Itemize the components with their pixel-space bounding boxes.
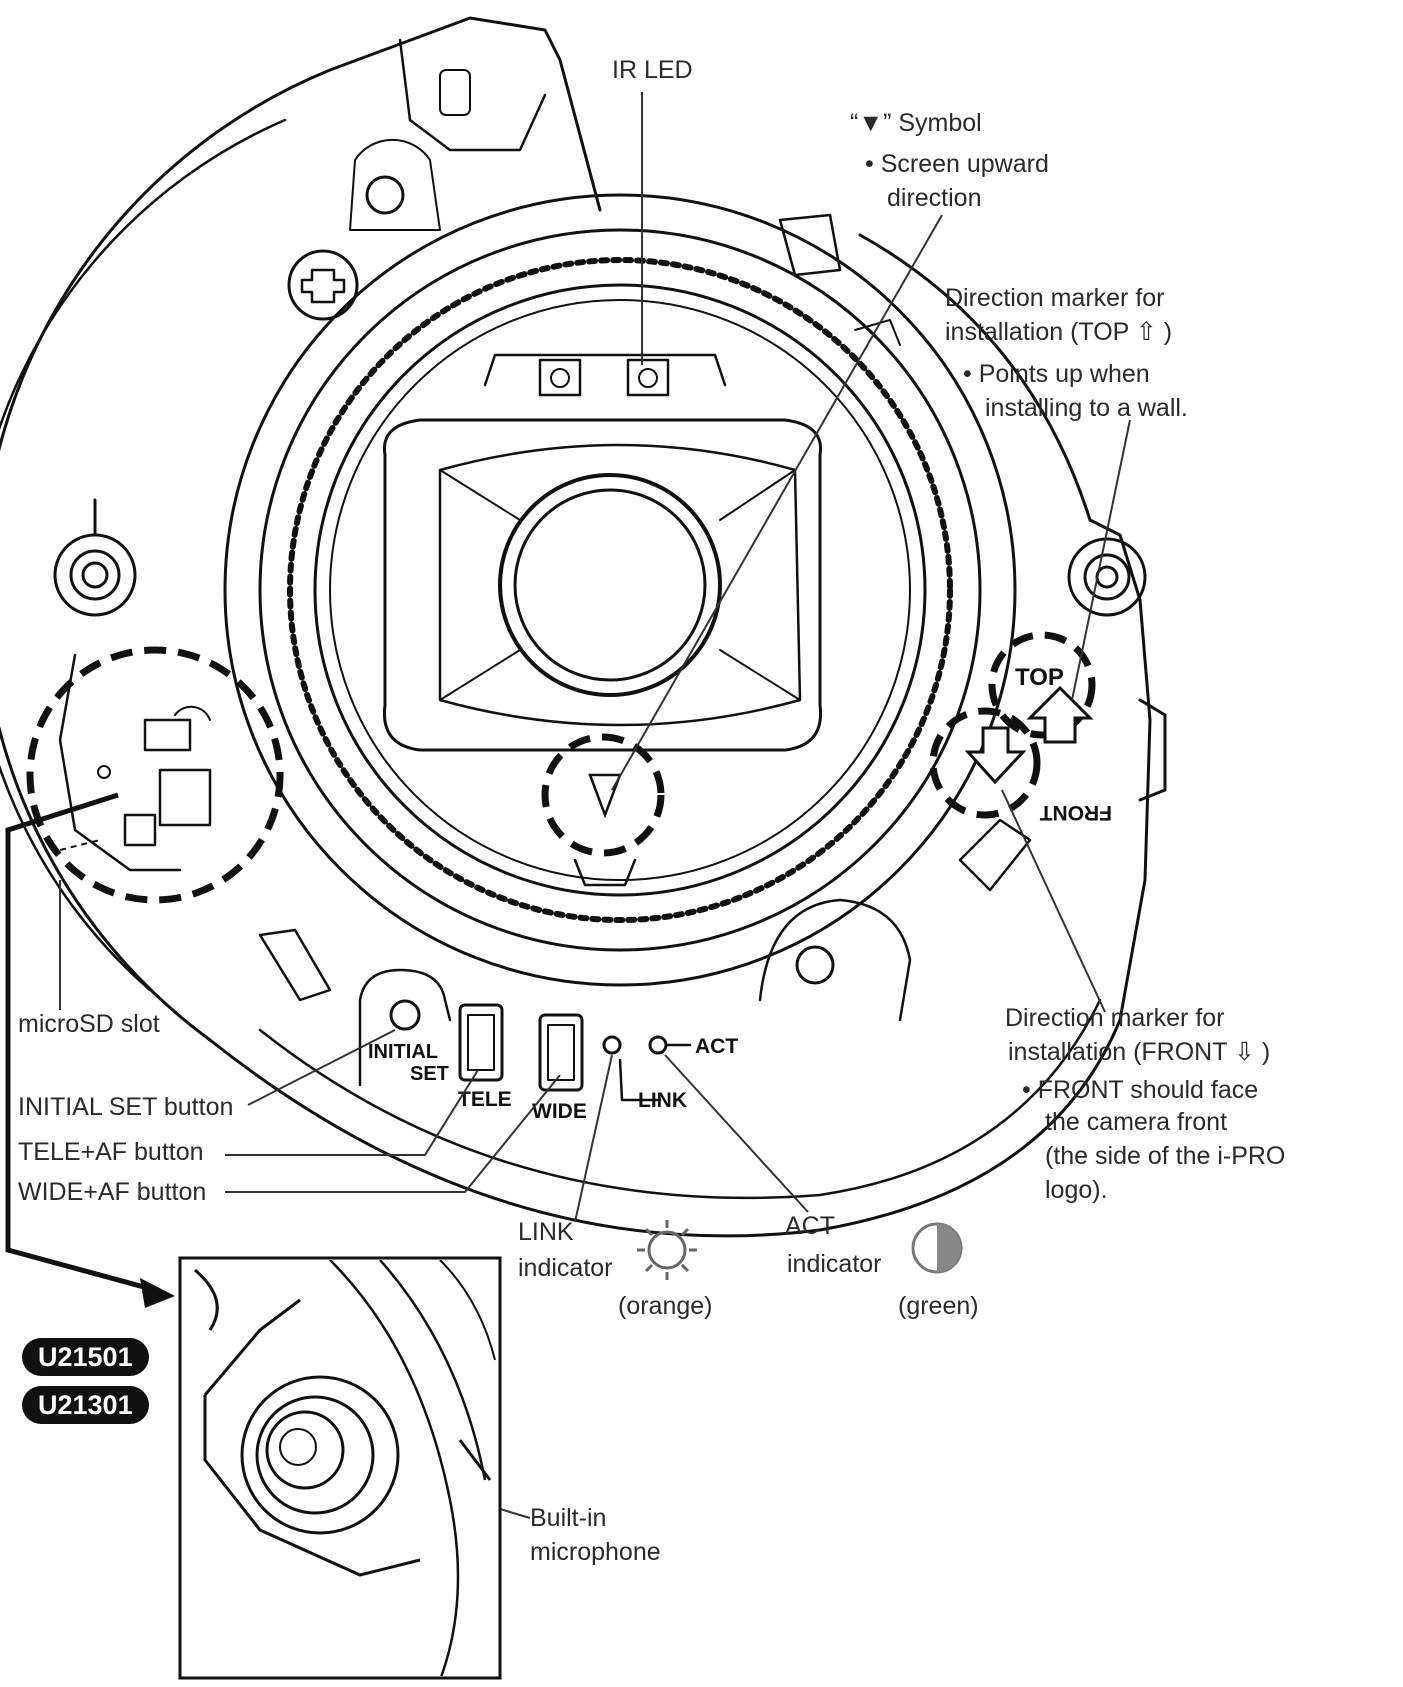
- leader-wide: [225, 1074, 561, 1193]
- left-knob: [53, 533, 137, 617]
- device-text-top: TOP: [1015, 664, 1064, 691]
- label-link-indicator-2: indicator: [518, 1254, 613, 1282]
- leader-act: [664, 1054, 809, 1213]
- microsd-part-1: [143, 718, 192, 752]
- right-knob: [1067, 537, 1147, 617]
- device-text-set: SET: [410, 1063, 449, 1085]
- outer-ring: [223, 193, 1017, 987]
- gear-ring: [287, 257, 953, 923]
- label-link-color: (orange): [618, 1292, 713, 1320]
- label-wide-af-button: WIDE+AF button: [18, 1178, 207, 1206]
- symbol-highlight: [541, 733, 665, 857]
- mic-hole: [279, 1428, 317, 1466]
- lens-outer: [498, 473, 722, 697]
- label-link-indicator-1: LINK: [518, 1218, 574, 1246]
- wide-button-shape: [538, 1013, 584, 1092]
- label-front-desc-1: FRONT should face: [1022, 1072, 1258, 1108]
- screw-hole-top: [365, 175, 405, 215]
- microsd-part-3: [123, 813, 157, 847]
- lens-inner: [513, 488, 707, 682]
- label-front-desc-3: (the side of the i-PRO: [1045, 1142, 1286, 1170]
- screw: [287, 249, 359, 321]
- label-front-marker-2: installation (FRONT ⇩ ): [1008, 1038, 1271, 1066]
- label-symbol-desc-2: direction: [887, 184, 982, 212]
- top-arrow: [1026, 685, 1094, 744]
- initial-set-button-shape: [389, 999, 421, 1031]
- label-symbol-desc-1: Screen upward: [865, 146, 1049, 182]
- microsd-pointer-head: [140, 1278, 175, 1308]
- mic-housing: [240, 1375, 400, 1535]
- microsd-pointer: [5, 792, 156, 1293]
- label-act-color: (green): [898, 1292, 979, 1320]
- leader-tele: [225, 1069, 479, 1156]
- microsd-highlight: [26, 646, 284, 904]
- label-top-marker-1: Direction marker for: [945, 284, 1165, 312]
- housing-outer-arc: [0, 68, 332, 1042]
- leader-initial-set: [247, 1029, 396, 1106]
- label-top-marker-2: installation (TOP ⇧ ): [945, 318, 1173, 346]
- ir-led-right: [626, 358, 670, 397]
- housing-bottom-arc: [208, 1018, 1122, 1238]
- label-front-desc-4: logo).: [1045, 1176, 1108, 1204]
- front-arrow: [964, 726, 1027, 785]
- screw-hole-bottom: [795, 945, 835, 985]
- ir-led-left: [538, 358, 582, 397]
- label-front-desc-2: the camera front: [1045, 1108, 1228, 1136]
- control-panel-outline: [358, 968, 452, 1087]
- device-text-front: FRONT: [1040, 801, 1112, 824]
- model-badge-1: U21501: [22, 1338, 149, 1376]
- model-badge-2: U21301: [22, 1386, 149, 1424]
- link-led-shape: [602, 1035, 622, 1055]
- leader-symbol: [611, 214, 943, 791]
- label-symbol-title: “▼” Symbol: [850, 109, 982, 137]
- front-marker-highlight: [929, 707, 1041, 819]
- label-tele-af-button: TELE+AF button: [18, 1138, 204, 1166]
- half-circle-icon: [911, 1222, 963, 1274]
- label-builtin-mic-2: microphone: [530, 1538, 661, 1566]
- lens-housing: [382, 418, 823, 752]
- top-marker-highlight: [988, 631, 1096, 739]
- label-top-marker-desc-2: installing to a wall.: [985, 394, 1188, 422]
- device-text-tele: TELE: [458, 1088, 512, 1111]
- device-text-link: LINK: [638, 1089, 687, 1112]
- label-ir-led: IR LED: [612, 56, 693, 84]
- triangle-symbol: [588, 773, 622, 819]
- label-builtin-mic-1: Built-in: [530, 1504, 607, 1532]
- tele-button-shape: [458, 1003, 504, 1082]
- leader-front-marker: [1001, 789, 1106, 1013]
- housing-outline: [328, 16, 602, 212]
- label-front-marker-1: Direction marker for: [1005, 1004, 1225, 1032]
- device-text-initial: INITIAL: [368, 1041, 438, 1063]
- label-microsd-slot: microSD slot: [18, 1010, 160, 1038]
- microsd-part-2: [158, 768, 212, 827]
- label-act-indicator-2: indicator: [787, 1250, 882, 1278]
- act-led-shape: [648, 1035, 668, 1055]
- label-initial-set-button: INITIAL SET button: [18, 1093, 234, 1121]
- label-act-indicator-1: ACT: [785, 1212, 835, 1240]
- leader-top-marker: [1071, 419, 1131, 701]
- sun-icon: [637, 1220, 697, 1280]
- device-text-wide: WIDE: [532, 1100, 587, 1123]
- device-text-act: ACT: [695, 1035, 738, 1058]
- label-top-marker-desc-1: Points up when: [963, 356, 1150, 392]
- leader-link: [574, 1054, 613, 1223]
